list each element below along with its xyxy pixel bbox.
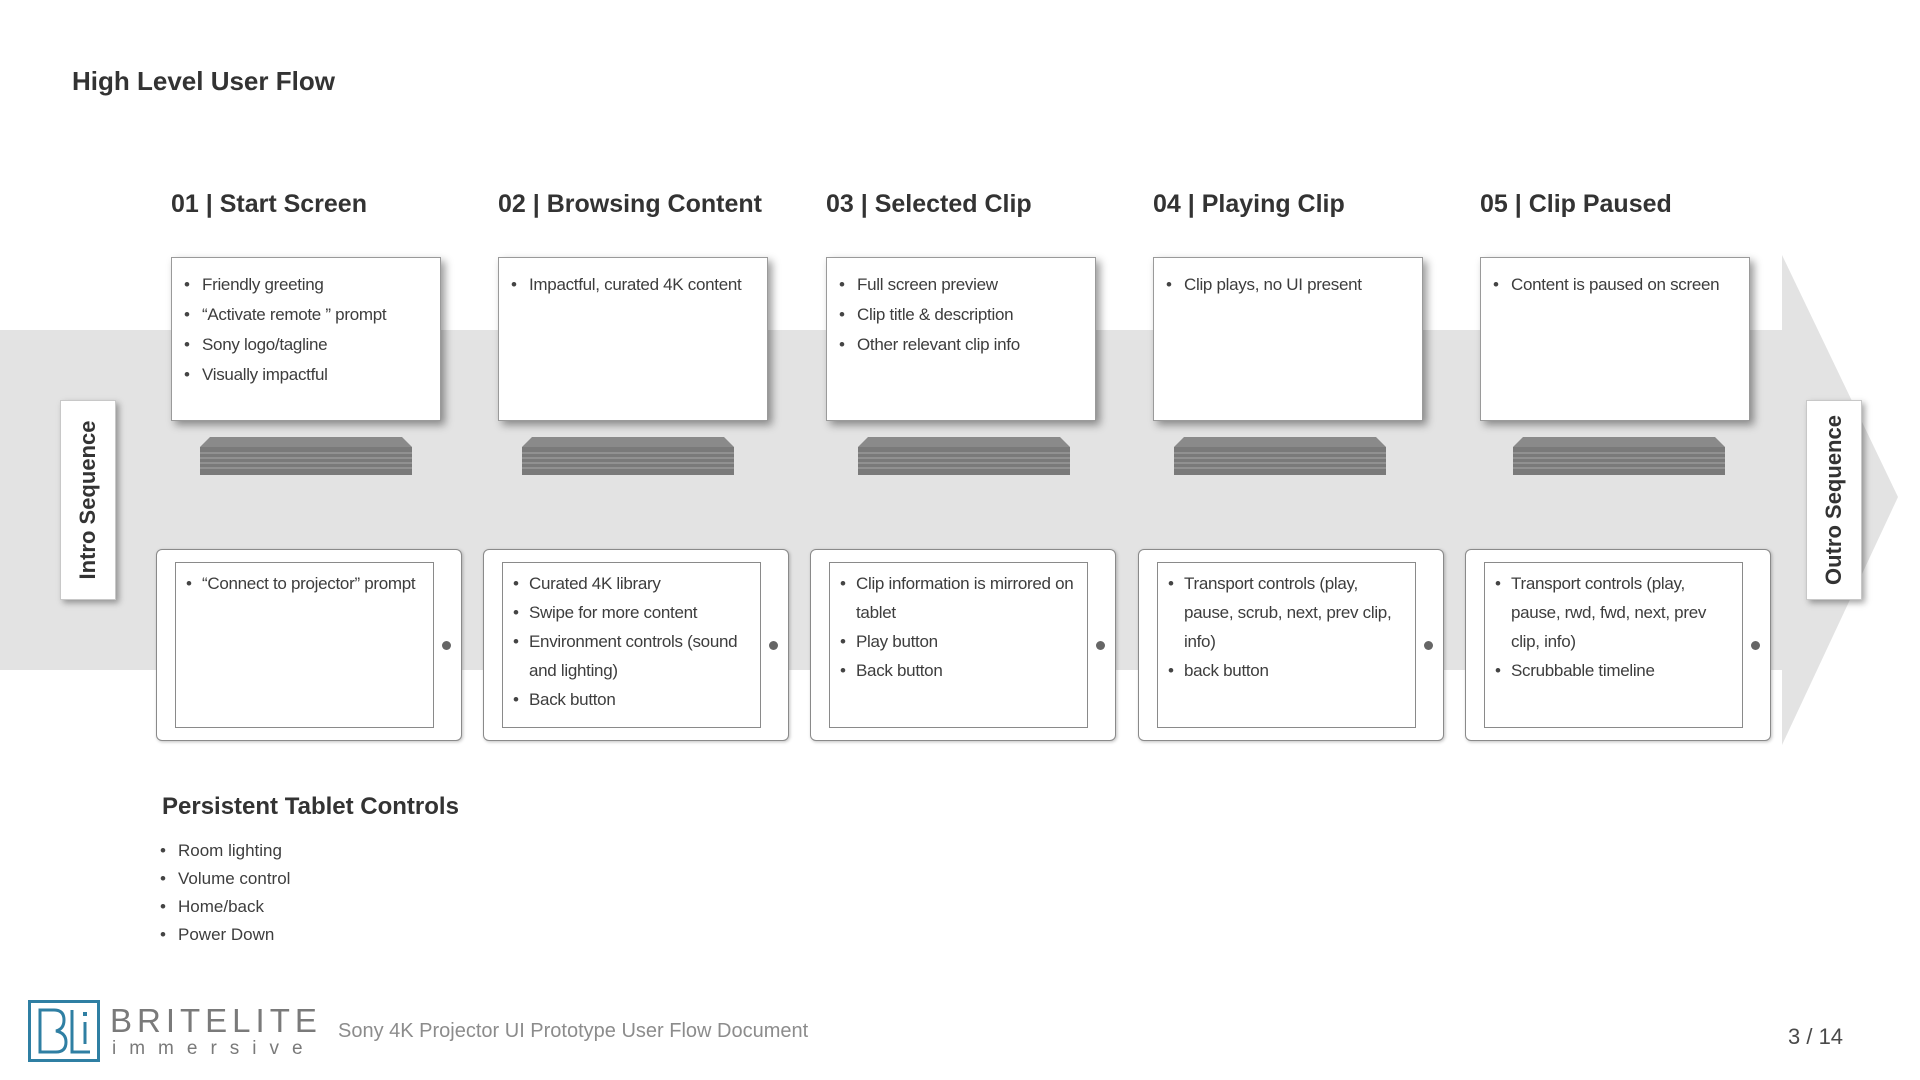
projector-device-icon	[200, 437, 412, 475]
projector-screen: Friendly greeting “Activate remote ” pro…	[171, 257, 441, 421]
tablet-bullet: Scrubbable timeline	[1495, 656, 1736, 685]
britelite-logo-icon	[28, 1000, 100, 1062]
list-item: Power Down	[160, 921, 290, 949]
step-title: 01 | Start Screen	[171, 190, 367, 218]
tablet-device: Transport controls (play, pause, rwd, fw…	[1465, 549, 1771, 741]
outro-sequence-tab: Outro Sequence	[1806, 400, 1862, 600]
tablet-bullet: Swipe for more content	[513, 598, 754, 627]
tablet-screen: “Connect to projector” prompt	[175, 562, 434, 728]
screen-bullet: Impactful, curated 4K content	[511, 270, 757, 300]
tablet-screen: Transport controls (play, pause, rwd, fw…	[1484, 562, 1743, 728]
tablet-home-button-icon	[769, 641, 778, 650]
tablet-device: Curated 4K library Swipe for more conten…	[483, 549, 789, 741]
screen-bullet: Sony logo/tagline	[184, 330, 430, 360]
step-title: 04 | Playing Clip	[1153, 190, 1345, 218]
tablet-home-button-icon	[1424, 641, 1433, 650]
page-title: High Level User Flow	[72, 66, 335, 96]
tablet-bullet: Transport controls (play, pause, scrub, …	[1168, 569, 1409, 656]
projector-device-icon	[1513, 437, 1725, 475]
tablet-home-button-icon	[442, 641, 451, 650]
screen-bullet: Full screen preview	[839, 270, 1085, 300]
screen-bullet: Friendly greeting	[184, 270, 430, 300]
tablet-bullet: back button	[1168, 656, 1409, 685]
list-item: Home/back	[160, 893, 290, 921]
brand-name: BRITELITE	[110, 1002, 322, 1039]
list-item: Volume control	[160, 865, 291, 893]
screen-bullet: Content is paused on screen	[1493, 270, 1739, 300]
screen-bullet: Clip title & description	[839, 300, 1085, 330]
step-title: 03 | Selected Clip	[826, 190, 1032, 218]
persistent-controls-title: Persistent Tablet Controls	[162, 793, 459, 820]
tablet-screen: Clip information is mirrored on tablet P…	[829, 562, 1088, 728]
projector-screen: Full screen preview Clip title & descrip…	[826, 257, 1096, 421]
screen-bullet: Clip plays, no UI present	[1166, 270, 1412, 300]
projector-screen: Impactful, curated 4K content	[498, 257, 768, 421]
page-number: 3 / 14	[1788, 1024, 1844, 1049]
projector-screen: Content is paused on screen	[1480, 257, 1750, 421]
projector-device-icon	[522, 437, 734, 475]
outro-sequence-label: Outro Sequence	[1821, 415, 1846, 585]
intro-sequence-label: Intro Sequence	[75, 420, 100, 580]
list-item: Room lighting	[160, 837, 290, 865]
tablet-screen: Transport controls (play, pause, scrub, …	[1157, 562, 1416, 728]
tablet-bullet: Back button	[513, 685, 754, 714]
step-title: 05 | Clip Paused	[1480, 190, 1672, 218]
screen-bullet: Visually impactful	[184, 360, 430, 390]
tablet-home-button-icon	[1751, 641, 1760, 650]
tablet-bullet: Back button	[840, 656, 1081, 685]
tablet-device: Transport controls (play, pause, scrub, …	[1138, 549, 1444, 741]
projector-screen: Clip plays, no UI present	[1153, 257, 1423, 421]
tablet-device: Clip information is mirrored on tablet P…	[810, 549, 1116, 741]
tablet-screen: Curated 4K library Swipe for more conten…	[502, 562, 761, 728]
step-title: 02 | Browsing Content	[498, 190, 762, 218]
document-title: Sony 4K Projector UI Prototype User Flow…	[338, 1020, 809, 1042]
brand-subtitle: immersive	[112, 1038, 316, 1059]
tablet-bullet: Environment controls (sound and lighting…	[513, 627, 754, 685]
tablet-home-button-icon	[1096, 641, 1105, 650]
intro-sequence-tab: Intro Sequence	[60, 400, 116, 600]
persistent-controls-list: Room lighting Volume control Home/back P…	[158, 837, 291, 949]
screen-bullet: “Activate remote ” prompt	[184, 300, 430, 330]
projector-device-icon	[858, 437, 1070, 475]
projector-device-icon	[1174, 437, 1386, 475]
tablet-bullet: Play button	[840, 627, 1081, 656]
tablet-bullet: “Connect to projector” prompt	[186, 569, 427, 598]
tablet-bullet: Transport controls (play, pause, rwd, fw…	[1495, 569, 1736, 656]
tablet-bullet: Clip information is mirrored on tablet	[840, 569, 1081, 627]
tablet-device: “Connect to projector” prompt	[156, 549, 462, 741]
screen-bullet: Other relevant clip info	[839, 330, 1085, 360]
tablet-bullet: Curated 4K library	[513, 569, 754, 598]
